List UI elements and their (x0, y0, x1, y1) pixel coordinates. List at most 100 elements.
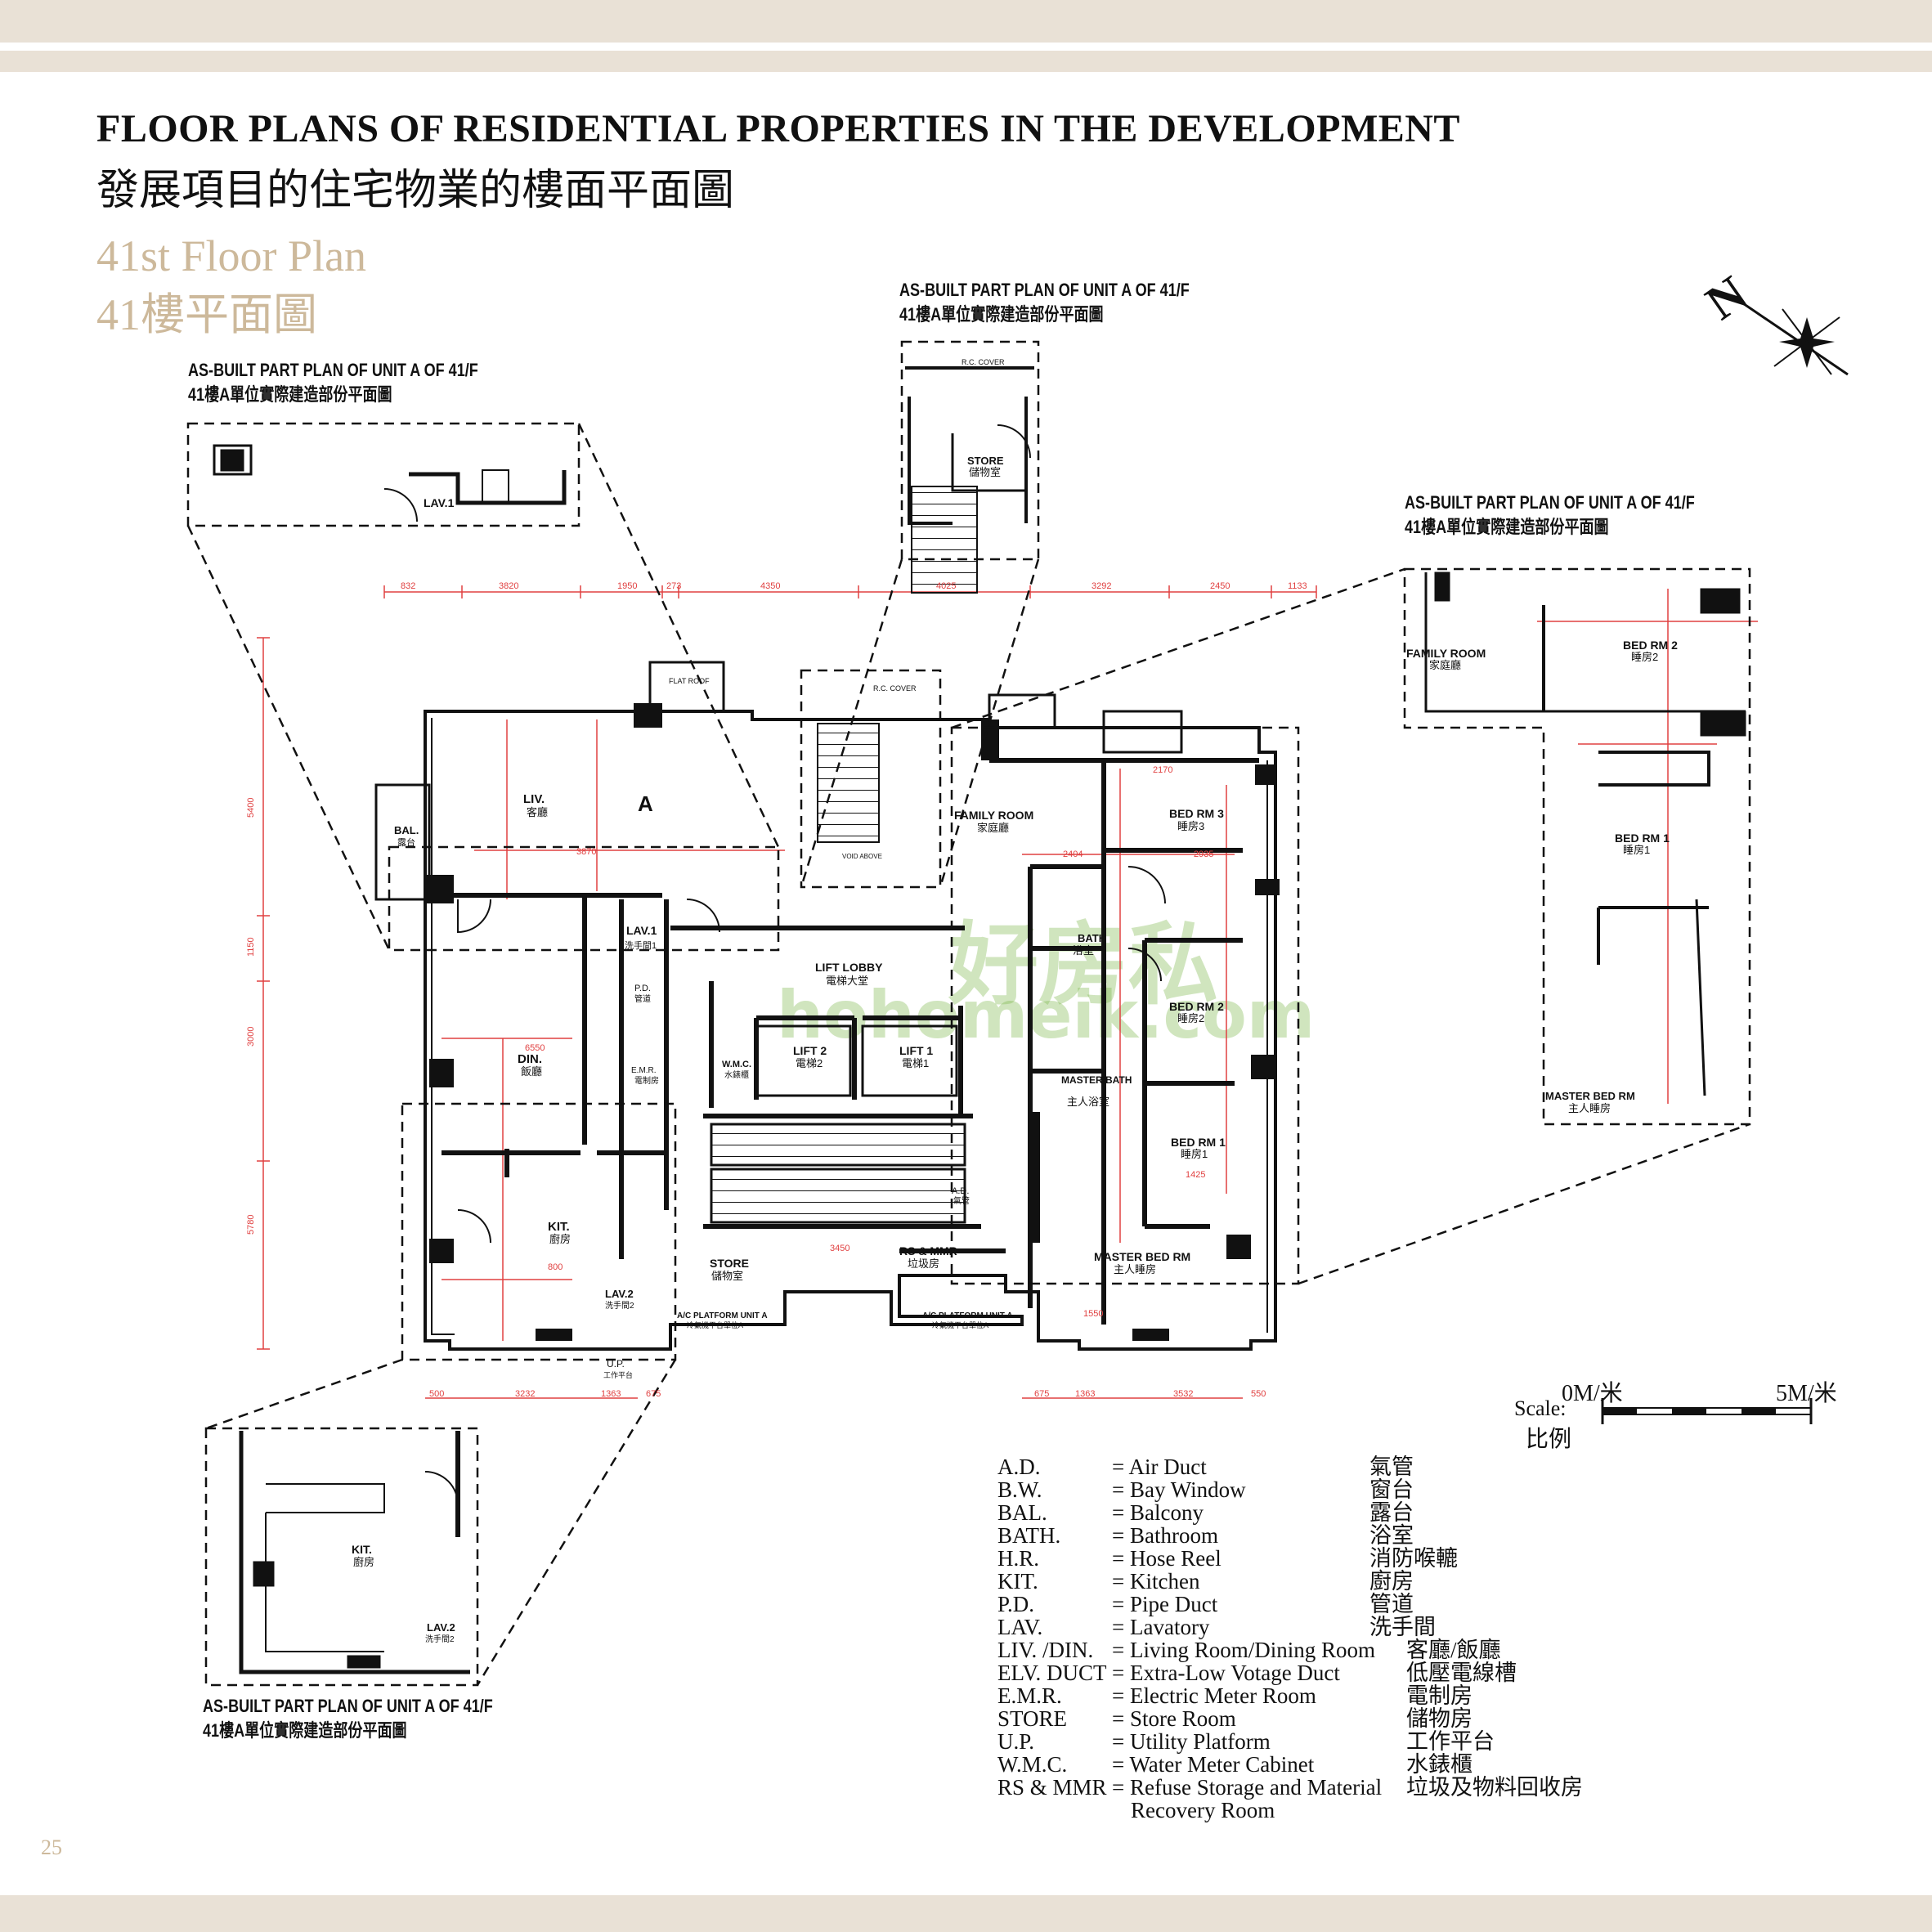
svg-text:LAV.1: LAV.1 (424, 496, 455, 509)
svg-text:露台: 露台 (397, 836, 415, 848)
legend-meaning: = Bay Window (1112, 1477, 1246, 1502)
legend-chinese: 垃圾及物料回收房 (1406, 1775, 1583, 1800)
legend-abbr: STORE (997, 1706, 1068, 1731)
legend-meaning: = Utility Platform (1112, 1729, 1271, 1754)
svg-text:主人睡房: 主人睡房 (1568, 1102, 1611, 1114)
svg-text:電梯1: 電梯1 (902, 1057, 929, 1069)
legend-chinese: 工作平台 (1406, 1729, 1495, 1754)
svg-text:LIFT LOBBY: LIFT LOBBY (815, 961, 883, 974)
svg-text:RS & MMR: RS & MMR (899, 1244, 957, 1257)
svg-text:1550: 1550 (1083, 1309, 1103, 1319)
legend-chinese: 儲物房 (1406, 1706, 1473, 1731)
svg-text:3820: 3820 (499, 581, 518, 591)
legend-abbr: LIV. /DIN. (997, 1638, 1094, 1662)
north-arrow: N (1697, 266, 1849, 376)
svg-text:500: 500 (429, 1389, 444, 1399)
svg-text:洗手間1: 洗手間1 (625, 939, 657, 951)
svg-text:廚房: 廚房 (353, 1556, 374, 1568)
north-label: N (1697, 266, 1756, 330)
svg-text:BED RM 1: BED RM 1 (1171, 1136, 1226, 1149)
svg-text:832: 832 (401, 581, 415, 591)
svg-text:675: 675 (1034, 1389, 1049, 1399)
svg-text:5780: 5780 (246, 1215, 256, 1235)
svg-text:5400: 5400 (246, 798, 256, 818)
svg-text:1150: 1150 (246, 937, 256, 957)
svg-text:冷氣機平台單位A: 冷氣機平台單位A (687, 1320, 743, 1329)
svg-text:睡房3: 睡房3 (1177, 820, 1204, 832)
svg-text:MASTER BED RM: MASTER BED RM (1094, 1250, 1190, 1263)
dimension-texts: 832 3820 1950 273 4350 4025 3292 2450 11… (246, 581, 1307, 1399)
svg-text:6550: 6550 (525, 1043, 545, 1053)
svg-text:2935: 2935 (1194, 849, 1213, 859)
outer-walls (374, 661, 1277, 1351)
svg-text:BATH: BATH (1078, 932, 1106, 944)
svg-text:675: 675 (646, 1389, 661, 1399)
legend-meaning: = Refuse Storage and Material (1112, 1775, 1383, 1800)
legend-chinese: 露台 (1369, 1500, 1414, 1525)
svg-text:LIV.: LIV. (523, 792, 545, 806)
svg-text:KIT.: KIT. (352, 1543, 372, 1556)
svg-text:800: 800 (548, 1262, 563, 1272)
legend-meaning: = Pipe Duct (1112, 1592, 1218, 1616)
svg-text:LAV.2: LAV.2 (605, 1288, 634, 1300)
svg-text:工作平台: 工作平台 (603, 1370, 633, 1379)
legend-meaning: = Bathroom (1112, 1523, 1218, 1548)
scale-end: 5M/米 (1776, 1381, 1837, 1406)
svg-text:3450: 3450 (830, 1244, 849, 1253)
legend-abbr: BATH. (997, 1523, 1061, 1548)
scale-bar (1601, 1398, 1813, 1424)
core-stairs (710, 486, 978, 1224)
svg-text:主人浴室: 主人浴室 (1067, 1096, 1109, 1108)
scale-label: Scale: (1514, 1396, 1567, 1420)
svg-text:電梯大堂: 電梯大堂 (826, 975, 868, 987)
svg-text:A: A (638, 791, 653, 816)
svg-text:水錶櫃: 水錶櫃 (724, 1069, 749, 1080)
legend-abbr: B.W. (997, 1477, 1042, 1502)
legend-abbr: E.M.R. (997, 1683, 1062, 1708)
svg-text:垃圾房: 垃圾房 (908, 1257, 939, 1270)
svg-text:2170: 2170 (1153, 765, 1172, 775)
svg-text:MASTER BED RM: MASTER BED RM (1545, 1090, 1635, 1102)
svg-text:浴室: 浴室 (1073, 944, 1094, 957)
svg-text:3292: 3292 (1092, 581, 1111, 591)
legend-meaning: = Air Duct (1112, 1455, 1207, 1479)
legend-abbr: U.P. (997, 1729, 1035, 1754)
svg-text:KIT.: KIT. (548, 1220, 570, 1234)
svg-text:3532: 3532 (1173, 1389, 1193, 1399)
svg-text:LIFT 2: LIFT 2 (793, 1044, 827, 1057)
svg-text:2450: 2450 (1210, 581, 1230, 591)
svg-text:A/C PLATFORM UNIT A: A/C PLATFORM UNIT A (922, 1311, 1013, 1320)
svg-text:睡房1: 睡房1 (1181, 1148, 1208, 1160)
svg-text:電梯2: 電梯2 (796, 1057, 823, 1069)
legend-chinese: 電制房 (1406, 1683, 1473, 1708)
svg-text:客廳: 客廳 (527, 806, 548, 818)
svg-text:睡房1: 睡房1 (1623, 844, 1650, 856)
svg-text:MASTER BATH: MASTER BATH (1061, 1074, 1132, 1086)
legend-chinese: 氣管 (1369, 1455, 1414, 1479)
legend-chinese: 洗手間 (1369, 1615, 1436, 1639)
legend-meaning: = Store Room (1112, 1706, 1236, 1731)
legend-meaning: = Extra-Low Votage Duct (1112, 1661, 1340, 1685)
svg-text:W.M.C.: W.M.C. (722, 1060, 751, 1069)
page-title: FLOOR PLANS OF RESIDENTIAL PROPERTIES IN… (96, 107, 1460, 150)
svg-text:273: 273 (666, 581, 681, 591)
svg-text:3000: 3000 (246, 1027, 256, 1047)
page-title-zh: 發展項目的住宅物業的樓面平面圖 (96, 168, 735, 214)
svg-text:1950: 1950 (617, 581, 637, 591)
svg-text:電制房: 電制房 (634, 1075, 659, 1086)
svg-text:3870: 3870 (576, 847, 596, 857)
svg-text:DIN.: DIN. (518, 1052, 542, 1066)
svg-text:3232: 3232 (515, 1389, 535, 1399)
page-number: 25 (41, 1836, 62, 1859)
svg-text:BAL.: BAL. (394, 824, 419, 836)
svg-text:STORE: STORE (967, 455, 1004, 467)
svg-text:A.D.: A.D. (952, 1186, 969, 1196)
bottom-band (0, 1895, 1932, 1932)
svg-text:2404: 2404 (1063, 849, 1083, 859)
legend-meaning: = Hose Reel (1112, 1546, 1222, 1571)
callout-details (213, 366, 1746, 1674)
